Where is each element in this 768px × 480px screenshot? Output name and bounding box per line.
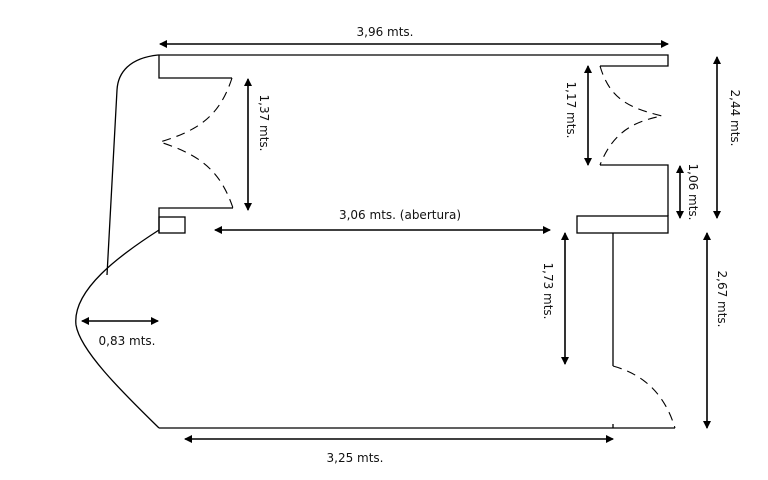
bottom-wall	[159, 424, 675, 429]
left-bulge-curve	[75, 229, 160, 429]
dimension-arrows	[81, 40, 721, 443]
label-top-width: 3,96 mts.	[357, 25, 414, 39]
left-upper-wall	[158, 55, 232, 79]
right-door-swing	[599, 65, 663, 166]
left-outer-curve	[106, 54, 159, 276]
label-left-bulge: 0,83 mts.	[99, 334, 156, 348]
left-column	[158, 216, 186, 234]
left-door-swing	[158, 77, 234, 209]
right-middle-wall	[600, 164, 669, 216]
walls	[75, 54, 675, 429]
label-right-upper-total: 2,44 mts.	[728, 90, 742, 147]
lower-door-swing	[612, 365, 676, 429]
label-left-door: 1,37 mts.	[257, 95, 271, 152]
label-right-lower-total: 2,67 mts.	[715, 271, 729, 328]
label-opening: 3,06 mts. (abertura)	[339, 208, 461, 222]
doors	[158, 65, 676, 429]
label-right-door: 1,17 mts.	[564, 82, 578, 139]
label-right-wall-segment: 1,06 mts.	[686, 164, 700, 221]
label-bottom-width: 3,25 mts.	[327, 451, 384, 465]
dimension-labels: 3,96 mts. 1,37 mts. 3,06 mts. (abertura)…	[99, 25, 743, 465]
top-wall	[158, 54, 669, 67]
label-inner-wall: 1,73 mts.	[541, 263, 555, 320]
right-beam	[576, 215, 669, 234]
